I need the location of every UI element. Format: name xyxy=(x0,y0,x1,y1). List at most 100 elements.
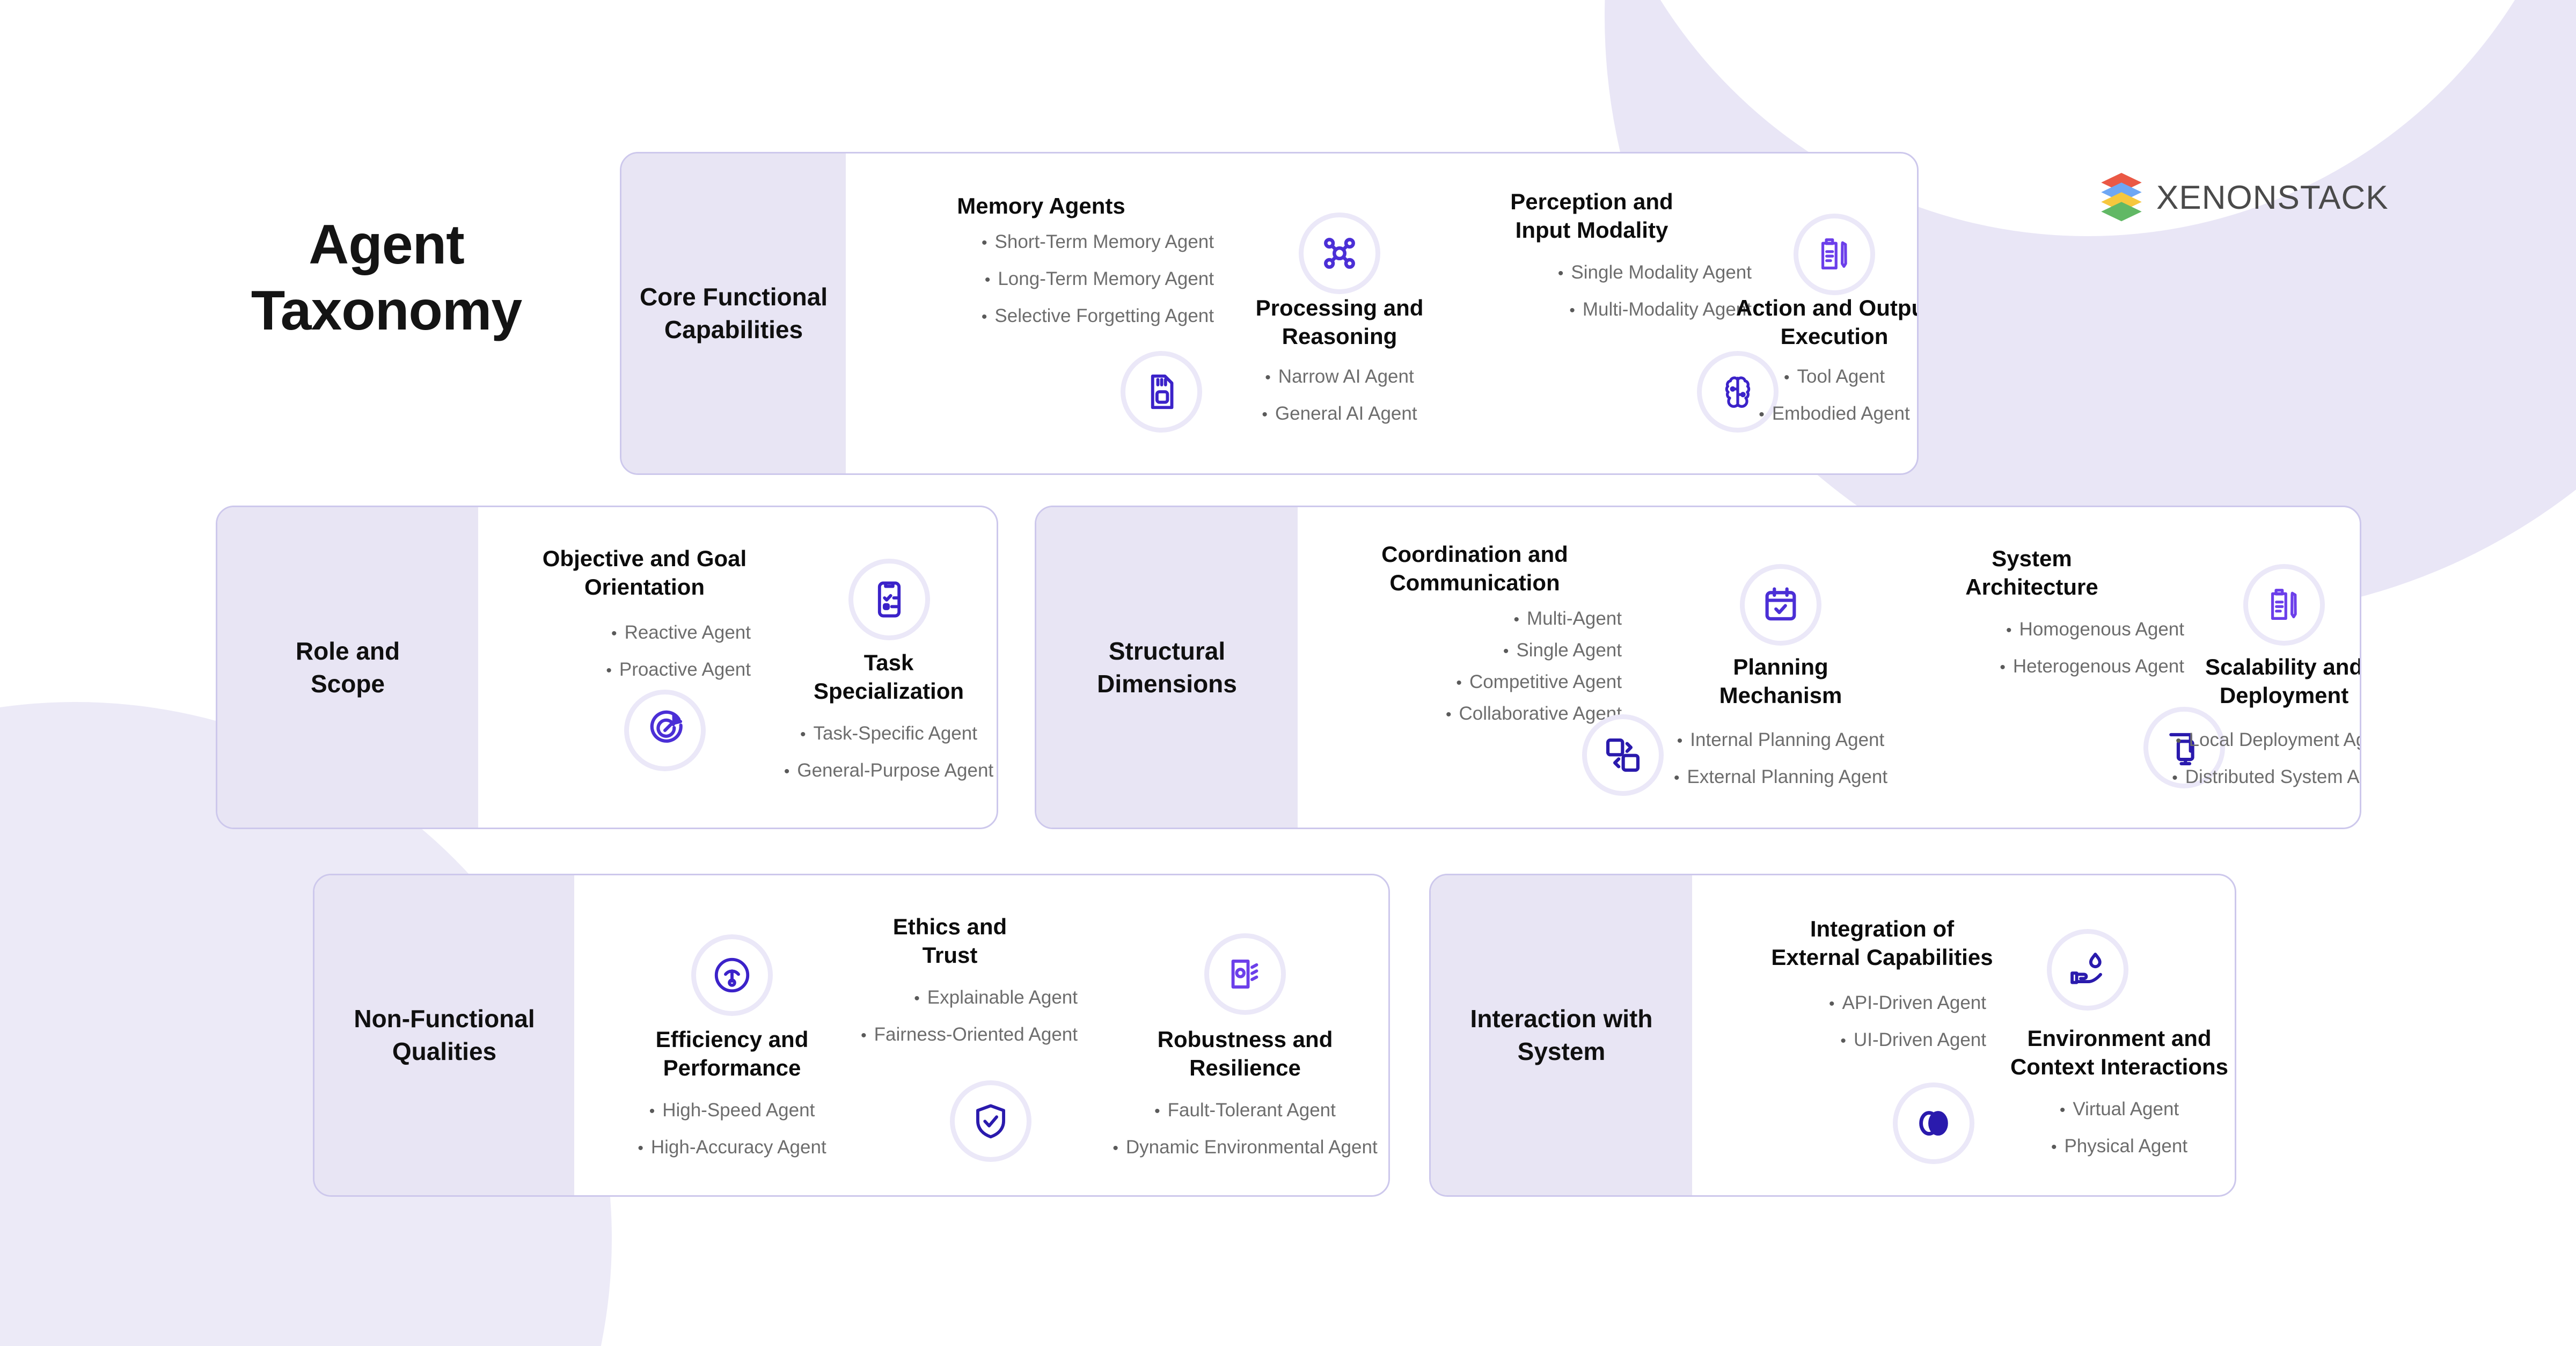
block-title: Robustness and Resilience xyxy=(1157,1027,1333,1080)
block-item-list: Tool Agent Embodied Agent xyxy=(1695,367,1917,423)
card-label-panel: Non-Functional Qualities xyxy=(314,875,574,1195)
list-item: Fault-Tolerant Agent xyxy=(1079,1101,1388,1120)
clipboard-pen-icon-bubble xyxy=(2243,564,2325,646)
speed-gauge-icon xyxy=(714,957,750,993)
list-item: Multi-Agent xyxy=(1292,609,1622,628)
page-title: Agent Taxonomy xyxy=(188,212,585,343)
block-perception-and-input-modality: Perception and Input Modality Single Mod… xyxy=(1404,188,1780,319)
list-item: Internal Planning Agent xyxy=(1641,730,1920,749)
page-title-line-1: Agent xyxy=(309,214,465,276)
card-label-text: Interaction with System xyxy=(1470,1005,1653,1065)
block-action-and-output-execution: Action and Output Execution Tool Agent E… xyxy=(1695,294,1917,423)
block-ethics-and-trust: Ethics and Trust Explainable Agent Fairn… xyxy=(784,913,1116,1044)
block-item-list: API-Driven Agent UI-Driven Agent xyxy=(1694,993,2070,1049)
mobile-checklist-icon-bubble xyxy=(848,559,930,640)
block-title: Environment and Context Interactions xyxy=(2010,1026,2229,1079)
list-item: High-Speed Agent xyxy=(603,1101,861,1120)
block-title: Perception and Input Modality xyxy=(1510,189,1673,243)
card-label-text: Role and Scope xyxy=(295,637,400,698)
card-label-panel: Core Functional Capabilities xyxy=(621,153,846,473)
xenonstack-logo[interactable]: XENONSTACK xyxy=(2099,173,2389,222)
stacked-layers-icon xyxy=(2101,173,2142,222)
memory-card-icon xyxy=(1151,374,1174,409)
hand-drop-icon-bubble xyxy=(2047,929,2128,1011)
network-nodes-icon xyxy=(1324,238,1355,269)
card-label-text: Structural Dimensions xyxy=(1097,637,1237,698)
block-item-list: Single Modality Agent Multi-Modality Age… xyxy=(1404,263,1780,319)
memory-card-icon-bubble xyxy=(1121,351,1202,433)
block-efficiency-and-performance: Efficiency and Performance High-Speed Ag… xyxy=(603,1026,861,1157)
clipboard-pen-icon xyxy=(1821,238,1847,269)
id-card-icon xyxy=(1231,960,1258,989)
card-non-functional-qualities[interactable]: Non-Functional Qualities Efficiency and … xyxy=(313,874,1390,1197)
list-item: Distributed System Agent xyxy=(2134,767,2360,786)
list-item: Collaborative Agent xyxy=(1292,704,1622,723)
venn-circles-icon-bubble xyxy=(1893,1082,1974,1164)
card-body: Efficiency and Performance High-Speed Ag… xyxy=(574,875,1388,1195)
block-title: System Architecture xyxy=(1965,546,2098,599)
list-item: Narrow AI Agent xyxy=(1200,367,1479,386)
card-body: Coordination and Communication Multi-Age… xyxy=(1298,507,2360,828)
target-arrow-icon xyxy=(650,710,683,743)
card-body: Memory Agents Short-Term Memory Agent Lo… xyxy=(846,153,1917,473)
block-title: Efficiency and Performance xyxy=(655,1027,809,1080)
block-title: Integration of External Capabilities xyxy=(1771,916,1993,970)
card-interaction-with-system[interactable]: Interaction with System Integration of E… xyxy=(1429,874,2236,1197)
exchange-screens-icon xyxy=(1606,738,1640,772)
block-item-list: Virtual Agent Physical Agent xyxy=(2001,1100,2235,1155)
block-integration-of-external-capabilities: Integration of External Capabilities API… xyxy=(1694,915,2070,1049)
block-title: Planning Mechanism xyxy=(1719,654,1842,708)
block-item-list: Task-Specific Agent General-Purpose Agen… xyxy=(768,724,997,780)
block-objective-and-goal-orientation: Objective and Goal Orientation Reactive … xyxy=(473,545,816,679)
block-item-list: Local Deployment Agent Distributed Syste… xyxy=(2134,730,2360,786)
block-item-list: Internal Planning Agent External Plannin… xyxy=(1641,730,1920,786)
list-item: Single Agent xyxy=(1292,641,1622,660)
card-label-panel: Structural Dimensions xyxy=(1036,507,1298,828)
card-body: Integration of External Capabilities API… xyxy=(1692,875,2235,1195)
list-item: Fairness-Oriented Agent xyxy=(784,1025,1078,1044)
card-label-text: Core Functional Capabilities xyxy=(639,283,828,343)
calendar-check-icon xyxy=(1765,587,1796,621)
block-item-list: Reactive Agent Proactive Agent xyxy=(473,623,816,679)
list-item: Multi-Modality Agent xyxy=(1404,300,1752,319)
card-core-functional-capabilities[interactable]: Core Functional Capabilities Memory Agen… xyxy=(620,152,1919,475)
speed-gauge-icon-bubble xyxy=(691,934,773,1016)
venn-circles-icon xyxy=(1919,1111,1948,1136)
block-planning-mechanism: Planning Mechanism Internal Planning Age… xyxy=(1641,653,1920,786)
list-item: UI-Driven Agent xyxy=(1694,1030,1986,1049)
block-item-list: High-Speed Agent High-Accuracy Agent xyxy=(603,1101,861,1157)
list-item: General AI Agent xyxy=(1200,404,1479,423)
list-item: Heterogenous Agent xyxy=(1844,657,2184,676)
block-robustness-and-resilience: Robustness and Resilience Fault-Tolerant… xyxy=(1079,1026,1388,1157)
list-item: External Planning Agent xyxy=(1641,767,1920,786)
clipboard-pen-icon xyxy=(2271,589,2297,620)
clipboard-pen-icon-bubble xyxy=(1794,214,1875,295)
mobile-checklist-icon xyxy=(877,581,901,618)
block-item-list: Short-Term Memory Agent Long-Term Memory… xyxy=(853,232,1229,325)
list-item: Proactive Agent xyxy=(473,660,751,679)
block-environment-and-context-interactions: Environment and Context Interactions Vir… xyxy=(2001,1025,2235,1155)
block-title: Memory Agents xyxy=(957,193,1125,218)
list-item: Short-Term Memory Agent xyxy=(853,232,1214,251)
block-title: Coordination and Communication xyxy=(1381,542,1568,595)
list-item: Task-Specific Agent xyxy=(768,724,997,743)
card-label-panel: Role and Scope xyxy=(217,507,478,828)
list-item: API-Driven Agent xyxy=(1694,993,1986,1012)
list-item: Selective Forgetting Agent xyxy=(853,306,1214,325)
card-role-and-scope[interactable]: Role and Scope Objective and Goal Orient… xyxy=(216,506,998,829)
block-system-architecture: System Architecture Homogenous Agent Het… xyxy=(1844,545,2220,676)
list-item: Homogenous Agent xyxy=(1844,620,2184,639)
list-item: Reactive Agent xyxy=(473,623,751,642)
block-title: Scalability and Deployment xyxy=(2205,654,2361,708)
block-task-specialization: Task Specialization Task-Specific Agent … xyxy=(768,649,997,780)
calendar-check-icon-bubble xyxy=(1740,564,1821,646)
shield-check-icon xyxy=(976,1104,1005,1139)
block-title: Ethics and Trust xyxy=(892,914,1007,968)
card-label-text: Non-Functional Qualities xyxy=(354,1005,535,1065)
block-item-list: Fault-Tolerant Agent Dynamic Environment… xyxy=(1079,1101,1388,1157)
block-item-list: Homogenous Agent Heterogenous Agent xyxy=(1844,620,2220,676)
block-scalability-and-deployment: Scalability and Deployment Local Deploym… xyxy=(2134,653,2361,786)
card-structural-dimensions[interactable]: Structural Dimensions Coordination and C… xyxy=(1035,506,2361,829)
shield-check-icon-bubble xyxy=(950,1080,1031,1162)
block-item-list: Explainable Agent Fairness-Oriented Agen… xyxy=(784,988,1116,1044)
